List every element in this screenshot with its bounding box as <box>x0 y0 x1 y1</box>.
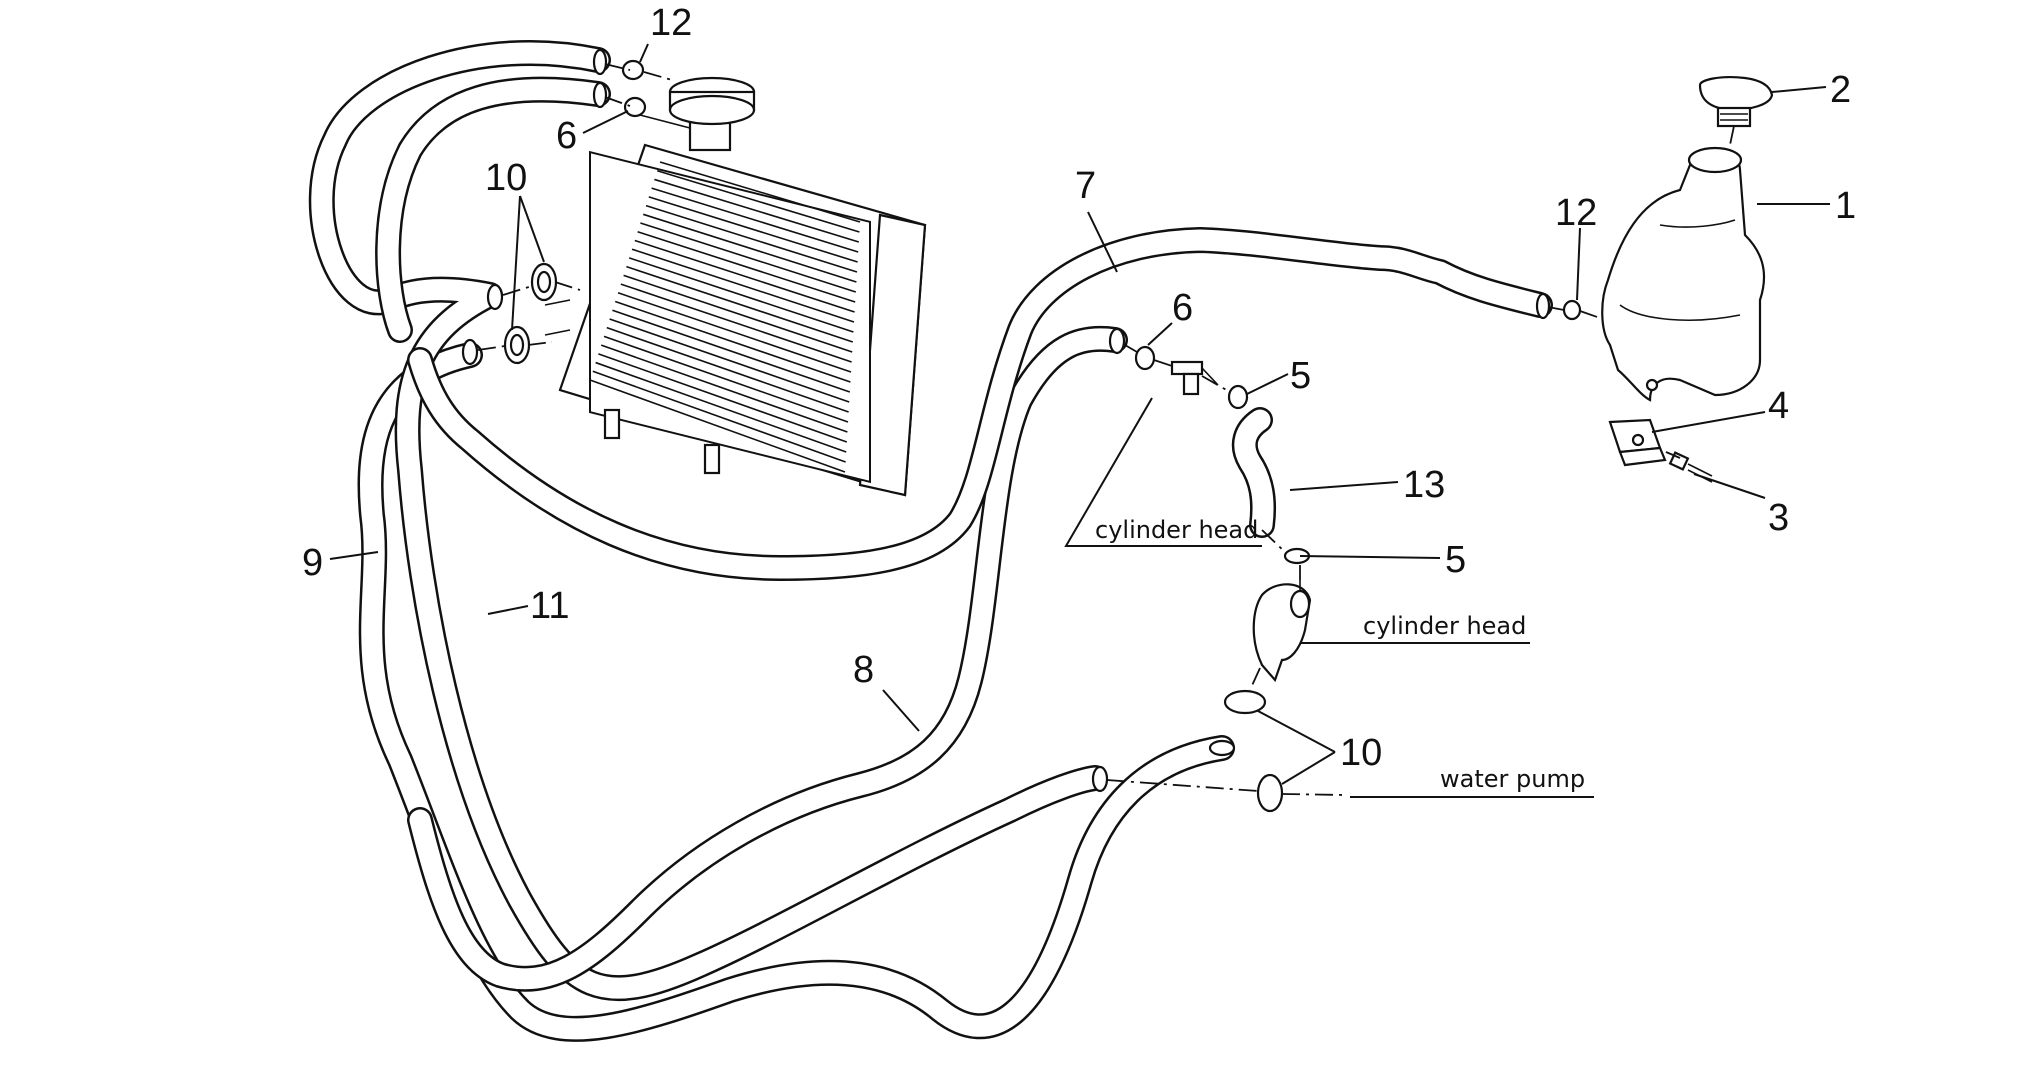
radiator-fin <box>606 326 849 413</box>
hose-top-pair <box>375 76 611 343</box>
clamp-10-upper <box>530 262 558 302</box>
radiator <box>544 143 927 497</box>
hose-8 <box>407 325 1128 992</box>
hose-ends <box>461 48 1551 793</box>
clamp-12-tank <box>1562 299 1582 321</box>
radiator-fin <box>659 161 861 223</box>
callout-5a: 5 <box>1290 355 1311 397</box>
note-cylinder-head-1: cylinder head <box>1095 516 1258 544</box>
leader-lines <box>329 43 1830 798</box>
radiator-fin <box>645 204 858 273</box>
callout-3: 3 <box>1768 497 1789 539</box>
radiator-fin <box>598 353 848 443</box>
clamp-10-pump-upper <box>1223 689 1267 715</box>
radiator-fin <box>617 292 852 373</box>
callout-8: 8 <box>853 649 874 691</box>
clamp-6-mid <box>1134 345 1156 371</box>
radiator-fin <box>612 309 851 393</box>
radiator-fin <box>634 239 855 313</box>
callout-6b: 6 <box>1172 287 1193 329</box>
radiator-fin <box>651 187 859 253</box>
radiator-fin <box>640 222 857 293</box>
radiator-fin <box>623 274 853 353</box>
clamp-12-top <box>621 59 645 81</box>
callout-9: 9 <box>302 542 323 584</box>
clamp-5-mid <box>1227 384 1249 410</box>
radiator-fin <box>592 370 846 463</box>
radiator-fin <box>656 169 860 233</box>
radiator-fin <box>609 318 850 403</box>
radiator-fin <box>628 257 854 333</box>
callout-2: 2 <box>1830 69 1851 111</box>
note-water-pump: water pump <box>1440 765 1585 793</box>
expansion-tank-cap <box>1698 76 1774 128</box>
radiator-fin <box>642 213 857 283</box>
callout-6a: 6 <box>556 115 577 157</box>
callout-11: 11 <box>530 585 569 627</box>
hose-7 <box>407 227 1553 581</box>
thermostat-housing <box>1252 580 1312 683</box>
callout-5b: 5 <box>1445 539 1466 581</box>
expansion-tank <box>1601 146 1765 402</box>
callout-12b: 12 <box>1555 192 1597 234</box>
clamp-6-top <box>623 96 647 118</box>
callout-1: 1 <box>1835 185 1856 227</box>
alignment-lines <box>477 63 1735 796</box>
radiator-cap <box>639 76 756 152</box>
callout-10b: 10 <box>1340 732 1382 774</box>
radiator-fin <box>614 300 851 383</box>
tee-fitting <box>1170 360 1219 396</box>
hose-13 <box>1231 407 1277 538</box>
callout-10a: 10 <box>485 157 527 199</box>
radiator-fin <box>648 196 858 263</box>
note-cylinder-head-2: cylinder head <box>1363 612 1526 640</box>
radiator-fin <box>603 335 849 423</box>
radiator-fin <box>637 230 856 303</box>
bracket-4 <box>1608 418 1667 467</box>
clamp-10-pump-lower <box>1256 773 1284 813</box>
callout-13: 13 <box>1403 464 1445 506</box>
radiator-fin <box>600 344 848 433</box>
radiator-fin <box>631 248 855 323</box>
radiator-fins <box>589 161 861 473</box>
radiator-fin <box>620 283 852 363</box>
radiator-fin <box>589 379 846 473</box>
radiator-fin <box>654 178 860 243</box>
callout-12a: 12 <box>650 2 692 44</box>
radiator-fin <box>595 361 847 453</box>
callout-7: 7 <box>1075 165 1096 207</box>
hose-9 <box>357 342 1235 1042</box>
radiator-fin <box>626 265 854 343</box>
clamp-10-lower <box>503 325 531 365</box>
hose-11 <box>308 40 1108 1001</box>
callout-4: 4 <box>1768 385 1789 427</box>
